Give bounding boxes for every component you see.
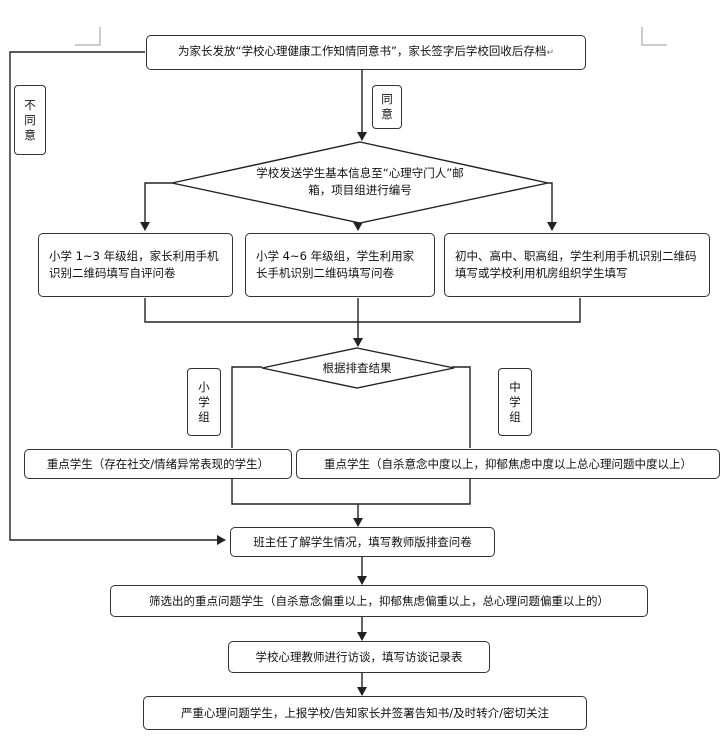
- decision-send-text: 学校发送学生基本信息至“心理守门人”邮箱，项目组进行编号: [256, 166, 464, 197]
- page-corner-mark-left: [75, 27, 101, 46]
- merge-line-focus: [231, 478, 471, 505]
- start-text: 为家长发放“学校心理健康工作知情同意书”，家长签字后学校回收后存档↵: [178, 44, 554, 58]
- screen-box: 筛选出的重点问题学生（自杀意念偏重以上，抑郁焦虑偏重以上，总心理问题偏重以上的）: [110, 585, 648, 617]
- report-box: 严重心理问题学生，上报学校/告知家长并签署告知书/及时转介/密切关注: [143, 696, 587, 730]
- focus-primary-box: 重点学生（存在社交/情绪异常表现的学生）: [24, 449, 292, 479]
- focus-secondary-box: 重点学生（自杀意念中度以上，抑郁焦虑中度以上总心理问题中度以上）: [296, 449, 720, 479]
- primary-group-label: 小 学 组: [187, 368, 221, 436]
- primary-low-box: 小学 1~3 年级组，家长利用手机识别二维码填写自评问卷: [38, 233, 233, 297]
- disagree-label: 不 同 意: [14, 85, 46, 155]
- interview-box: 学校心理教师进行访谈，填写访谈记录表: [228, 641, 490, 673]
- page-corner-mark-right: [641, 27, 667, 46]
- merge-line-grades: [144, 298, 581, 323]
- primary-high-box: 小学 4~6 年级组，学生利用家长手机识别二维码填写问卷: [245, 233, 435, 297]
- agree-label: 同 意: [372, 85, 402, 129]
- line-result-to-secondary: [452, 366, 471, 448]
- arrow-decision-to-secondary: [547, 182, 557, 231]
- decision-result-text: 根据排查结果: [322, 361, 392, 375]
- line-result-to-primary: [231, 366, 262, 448]
- start-box: 为家长发放“学校心理健康工作知情同意书”，家长签字后学校回收后存档↵: [146, 35, 586, 70]
- secondary-group-label: 中 学 组: [498, 368, 532, 436]
- secondary-box: 初中、高中、职高组，学生利用手机识别二维码填写或学校利用机房组织学生填写: [444, 233, 710, 297]
- decision-diamond-result: [261, 347, 455, 389]
- decision-diamond-send: [171, 141, 549, 224]
- teacher-check-box: 班主任了解学生情况，填写教师版排查问卷: [230, 527, 495, 557]
- arrow-disagree-loop: [9, 51, 226, 545]
- arrow-decision-to-primary-low: [140, 182, 172, 231]
